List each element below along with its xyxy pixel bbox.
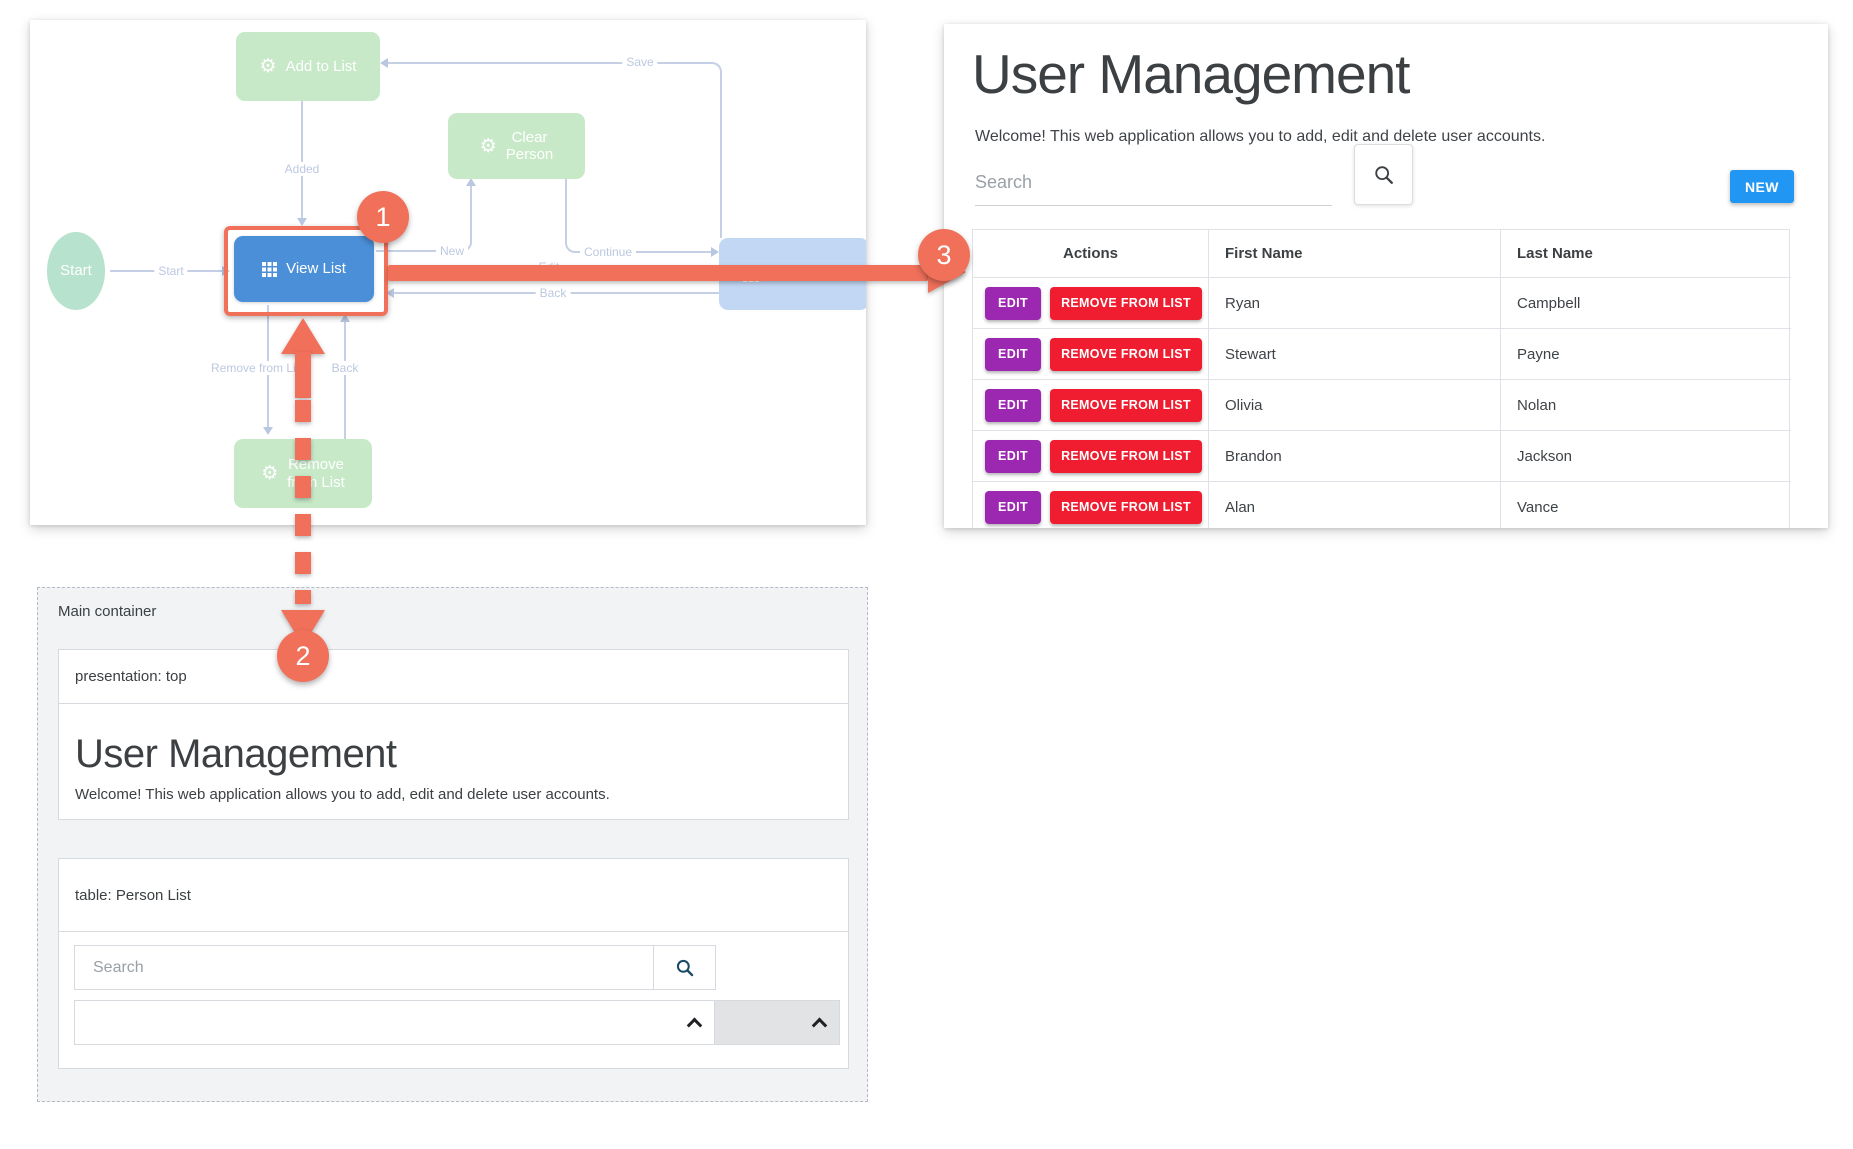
node-label: Start <box>60 262 92 280</box>
remove-from-list-button[interactable]: REMOVE FROM LIST <box>1050 388 1202 422</box>
presentation-top-label: presentation: top <box>59 650 848 704</box>
highlight-box <box>224 226 388 316</box>
edge-label-start: Start <box>154 264 188 278</box>
edge-added <box>301 101 303 220</box>
grid-icon <box>262 261 278 277</box>
person-list-table-label: table: Person List <box>59 859 848 932</box>
arrowhead-icon <box>297 218 307 226</box>
arrowhead-icon <box>340 314 350 322</box>
gear-icon: ⚙ <box>479 134 497 157</box>
column-header-first-name[interactable]: First Name <box>1209 230 1501 278</box>
node-label: Clear Person <box>505 128 554 163</box>
column-header-actions[interactable]: Actions <box>973 230 1209 278</box>
person-list-table-box[interactable]: table: Person List <box>58 858 849 1069</box>
arrowhead-icon <box>711 247 719 257</box>
annotation-arrow-vertical-dashed <box>295 400 311 604</box>
node-add-to-list[interactable]: ⚙ Add to List <box>236 32 380 101</box>
first-name-cell: Ryan <box>1209 278 1501 329</box>
edge-label-continue: Continue <box>579 245 637 259</box>
main-container-label: Main container <box>58 603 157 620</box>
node-label: Add to List <box>285 57 357 75</box>
first-name-cell: Stewart <box>1209 329 1501 380</box>
gear-icon: ⚙ <box>261 462 279 484</box>
edit-button[interactable]: EDIT <box>985 490 1042 524</box>
sort-column-cell-selected[interactable] <box>714 1001 839 1044</box>
arrowhead-icon <box>466 178 476 186</box>
magnifier-icon <box>1374 165 1393 184</box>
new-button[interactable]: NEW <box>1730 170 1794 203</box>
edge-new <box>376 186 472 252</box>
search-input[interactable] <box>975 160 1332 205</box>
edit-button[interactable]: EDIT <box>985 337 1042 371</box>
remove-from-list-button[interactable]: REMOVE FROM LIST <box>1050 490 1202 524</box>
edit-button[interactable]: EDIT <box>985 388 1042 422</box>
first-name-cell: Brandon <box>1209 431 1501 482</box>
builder-search-input[interactable] <box>75 946 653 989</box>
builder-search-field-wrap <box>74 945 716 990</box>
search-button[interactable] <box>1354 144 1413 205</box>
builder-search-button[interactable] <box>653 946 715 989</box>
edge-continue <box>565 179 717 253</box>
callout-badge-3: 3 <box>918 229 970 281</box>
remove-from-list-button[interactable]: REMOVE FROM LIST <box>1050 286 1202 320</box>
search-field-wrap <box>975 160 1332 206</box>
remove-from-list-button[interactable]: REMOVE FROM LIST <box>1050 337 1202 371</box>
last-name-cell: Nolan <box>1501 380 1791 431</box>
edit-button[interactable]: EDIT <box>985 439 1042 473</box>
sort-column-cell[interactable] <box>75 1001 714 1044</box>
edge-save <box>386 62 722 238</box>
arrowhead-icon <box>386 288 394 298</box>
node-start[interactable]: Start <box>47 232 105 310</box>
last-name-cell: Campbell <box>1501 278 1791 329</box>
edge-label-back-bottom: Back <box>327 361 363 375</box>
arrowhead-icon <box>380 58 388 68</box>
first-name-cell: Alan <box>1209 482 1501 528</box>
gear-icon: ⚙ <box>259 55 277 77</box>
chevron-up-icon <box>686 1017 703 1034</box>
node-clear-person[interactable]: ⚙ Clear Person <box>448 113 585 179</box>
callout-badge-2: 2 <box>277 630 329 682</box>
main-container-panel: Main container presentation: top User Ma… <box>37 587 868 1102</box>
magnifier-icon <box>676 959 693 976</box>
user-management-panel: User Management Welcome! This web applic… <box>944 24 1828 528</box>
callout-badge-1: 1 <box>357 191 409 243</box>
presentation-top-box[interactable]: presentation: top User Management Welcom… <box>58 649 849 820</box>
last-name-cell: Payne <box>1501 329 1791 380</box>
builder-sort-header-row <box>74 1000 840 1045</box>
edge-label-added: Added <box>280 162 324 176</box>
remove-from-list-button[interactable]: REMOVE FROM LIST <box>1050 439 1202 473</box>
arrowhead-icon <box>263 427 273 435</box>
edit-button[interactable]: EDIT <box>985 286 1042 320</box>
last-name-cell: Vance <box>1501 482 1791 528</box>
page-subtitle: Welcome! This web application allows you… <box>975 128 1546 145</box>
builder-title: User Management <box>75 732 397 776</box>
node-view-list[interactable]: View List <box>234 236 374 302</box>
edge-back-bottom <box>344 320 346 439</box>
annotation-arrow-right-shaft <box>388 265 928 281</box>
chevron-up-icon <box>811 1017 828 1034</box>
builder-welcome-text: Welcome! This web application allows you… <box>75 786 610 803</box>
node-label: View List <box>286 260 346 278</box>
annotation-arrow-vertical-shaft <box>295 352 311 398</box>
edge-label-back-top: Back <box>535 286 571 300</box>
edge-label-save: Save <box>622 55 658 69</box>
column-header-last-name[interactable]: Last Name <box>1501 230 1791 278</box>
edge-label-new: New <box>435 244 469 258</box>
annotation-arrow-up-head-icon <box>281 318 325 354</box>
edge-label-remove-from-list: Remove from List <box>206 361 310 375</box>
first-name-cell: Olivia <box>1209 380 1501 431</box>
last-name-cell: Jackson <box>1501 431 1791 482</box>
page-title: User Management <box>972 43 1410 105</box>
